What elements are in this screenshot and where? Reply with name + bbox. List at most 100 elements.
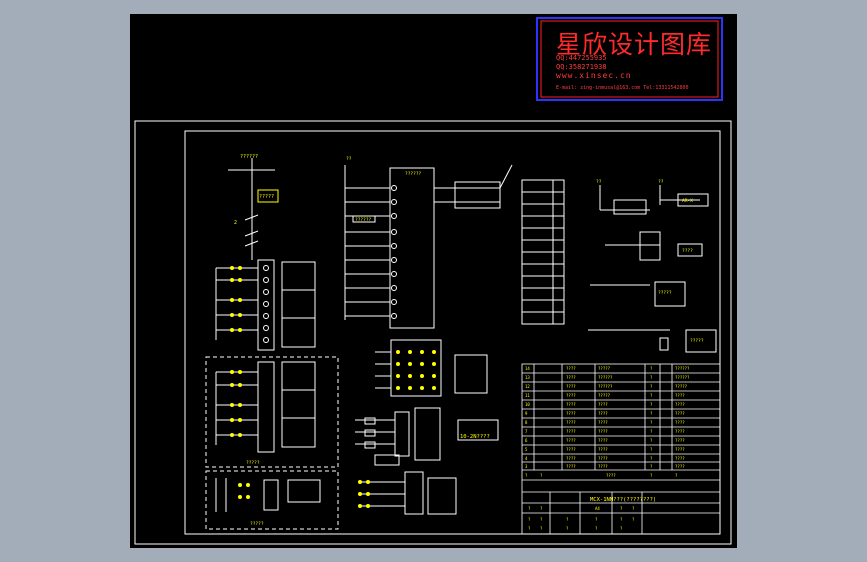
svg-text:??????: ?????? xyxy=(355,217,372,223)
svg-text:????: ???? xyxy=(598,420,608,425)
svg-text:?: ? xyxy=(620,526,623,531)
svg-text:?????: ????? xyxy=(690,338,704,344)
svg-text:?: ? xyxy=(650,456,653,461)
svg-text:????: ???? xyxy=(598,456,608,461)
svg-text:?: ? xyxy=(595,517,598,522)
right-control-circuits xyxy=(588,185,717,353)
svg-text:?: ? xyxy=(632,517,635,522)
svg-text:?: ? xyxy=(650,420,653,425)
svg-text:?: ? xyxy=(540,506,543,511)
svg-text:?: ? xyxy=(650,464,653,469)
svg-text:????: ???? xyxy=(682,248,693,254)
left-terminal-dots-1 xyxy=(230,265,269,343)
svg-text:??: ?? xyxy=(596,179,602,185)
svg-text:7: 7 xyxy=(525,429,528,434)
svg-text:?: ? xyxy=(595,526,598,531)
watermark-qq2: QQ:358271938 xyxy=(556,63,607,71)
center-relay-contacts xyxy=(391,185,397,319)
svg-text:?????: ????? xyxy=(246,460,260,466)
svg-text:????: ???? xyxy=(606,473,616,478)
svg-text:3: 3 xyxy=(525,464,528,469)
svg-text:????: ???? xyxy=(566,384,576,389)
svg-text:????: ???? xyxy=(598,464,608,469)
center-labels: ?????? ?? ?????? xyxy=(346,156,422,223)
svg-text:?: ? xyxy=(650,384,653,389)
svg-text:????: ???? xyxy=(675,447,685,452)
svg-text:????: ???? xyxy=(566,464,576,469)
right-control-labels: ?? ?? AR-X ???? ????? ????? xyxy=(596,179,704,344)
svg-text:?????: ????? xyxy=(259,194,274,200)
svg-text:????: ???? xyxy=(675,438,685,443)
svg-text:????: ???? xyxy=(566,447,576,452)
svg-text:????: ???? xyxy=(675,402,685,407)
svg-text:????: ???? xyxy=(675,420,685,425)
watermark-title: 星欣设计图库 xyxy=(556,30,713,59)
svg-text:?: ? xyxy=(650,473,653,478)
svg-text:????: ???? xyxy=(566,438,576,443)
svg-text:????: ???? xyxy=(598,402,608,407)
svg-text:?: ? xyxy=(675,473,678,478)
watermark-website: www.xinsec.cn xyxy=(556,71,632,80)
watermark-inner-box xyxy=(540,20,719,98)
svg-text:??????: ?????? xyxy=(240,154,258,160)
bottom-left-circuit xyxy=(215,478,321,512)
svg-text:?: ? xyxy=(650,429,653,434)
svg-text:??????: ?????? xyxy=(675,366,690,371)
bom-table xyxy=(521,363,721,535)
right-terminal-strip xyxy=(521,179,565,325)
incoming-labels: ?????? ????? 2 xyxy=(234,154,274,226)
svg-text:????: ???? xyxy=(566,393,576,398)
svg-text:?: ? xyxy=(528,526,531,531)
svg-text:??: ?? xyxy=(658,179,664,185)
left-terminal-group-2 xyxy=(215,361,316,453)
title-block-cells: ??A4?? ?????? ????? xyxy=(528,506,635,531)
watermark-qq1: QQ:447255935 xyxy=(556,54,607,62)
svg-text:??????: ?????? xyxy=(405,171,422,177)
svg-text:?: ? xyxy=(650,447,653,452)
svg-text:9: 9 xyxy=(525,411,528,416)
svg-text:????: ???? xyxy=(566,375,576,380)
svg-text:?????: ????? xyxy=(598,393,611,398)
svg-text:?: ? xyxy=(540,473,543,478)
svg-text:13: 13 xyxy=(525,375,530,380)
svg-text:?????: ????? xyxy=(675,384,688,389)
svg-text:14: 14 xyxy=(525,366,530,371)
svg-text:?: ? xyxy=(650,366,653,371)
center-bottom-dots xyxy=(358,480,370,508)
svg-text:????: ???? xyxy=(675,464,685,469)
center-bottom-ct-module xyxy=(355,407,499,515)
svg-text:2: 2 xyxy=(234,220,237,226)
title-block-name: MCX-1NM???(????????) xyxy=(590,497,656,503)
center-lower-dots xyxy=(396,350,436,390)
svg-text:?: ? xyxy=(528,506,531,511)
svg-text:?????: ????? xyxy=(250,521,264,527)
center-relay-block xyxy=(344,164,513,329)
svg-text:?: ? xyxy=(650,402,653,407)
svg-text:????: ???? xyxy=(566,366,576,371)
incoming-line-diagram xyxy=(228,158,279,260)
svg-text:?: ? xyxy=(650,411,653,416)
svg-text:?????: ????? xyxy=(598,366,611,371)
watermark-outer-box xyxy=(536,17,723,101)
svg-text:????: ???? xyxy=(598,447,608,452)
drawing-inner-border xyxy=(184,130,721,535)
svg-text:?: ? xyxy=(566,517,569,522)
svg-text:?: ? xyxy=(650,438,653,443)
svg-text:??????: ?????? xyxy=(598,375,613,380)
bom-table-entries: 14???????????????? 13????????????????? 1… xyxy=(525,366,690,478)
left-terminal-group-1 xyxy=(215,259,316,351)
svg-text:?: ? xyxy=(650,375,653,380)
svg-text:????: ???? xyxy=(598,411,608,416)
svg-text:????: ???? xyxy=(566,402,576,407)
center-lower-module xyxy=(375,339,488,397)
bottom-left-dashed-box xyxy=(205,470,339,530)
svg-text:????: ???? xyxy=(675,393,685,398)
svg-text:????: ???? xyxy=(598,429,608,434)
svg-text:??: ?? xyxy=(346,156,352,162)
dashed-bay-box xyxy=(205,356,339,468)
svg-text:?: ? xyxy=(632,506,635,511)
svg-text:????: ???? xyxy=(566,429,576,434)
svg-text:8: 8 xyxy=(525,420,528,425)
svg-text:6: 6 xyxy=(525,438,528,443)
